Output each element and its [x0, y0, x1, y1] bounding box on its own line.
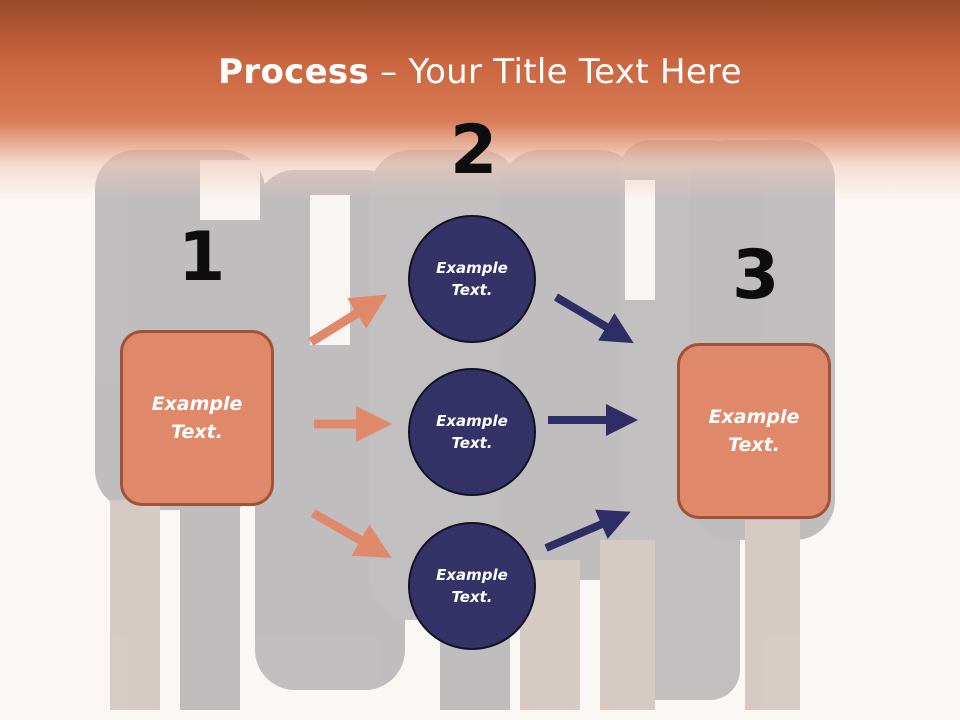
step-3-box: Example Text.: [677, 343, 831, 519]
step-number-1: 1: [178, 218, 226, 297]
title-bold: Process: [218, 52, 370, 92]
step-number-2: 2: [450, 111, 498, 190]
step-2-circle-3: Example Text.: [408, 522, 536, 650]
header-band: [0, 0, 960, 200]
step-2-circle-1: Example Text.: [408, 215, 536, 343]
step-2-circle-2: Example Text.: [408, 368, 536, 496]
circle-3-label: Example Text.: [436, 565, 508, 607]
title-rest: – Your Title Text Here: [369, 52, 742, 92]
arrow-circle1-to-box3: [553, 293, 634, 344]
slide-title: Process – Your Title Text Here: [0, 52, 960, 92]
arrow-circle3-to-box3: [544, 509, 631, 552]
arrow-box1-to-circle3: [310, 509, 392, 558]
step-1-label: Example Text.: [151, 392, 243, 444]
step-1-box: Example Text.: [120, 330, 274, 506]
step-3-label: Example Text.: [708, 405, 800, 457]
circle-2-label: Example Text.: [436, 411, 508, 453]
arrow-box1-to-circle1: [308, 294, 388, 346]
circle-1-label: Example Text.: [436, 258, 508, 300]
step-number-3: 3: [732, 236, 780, 315]
